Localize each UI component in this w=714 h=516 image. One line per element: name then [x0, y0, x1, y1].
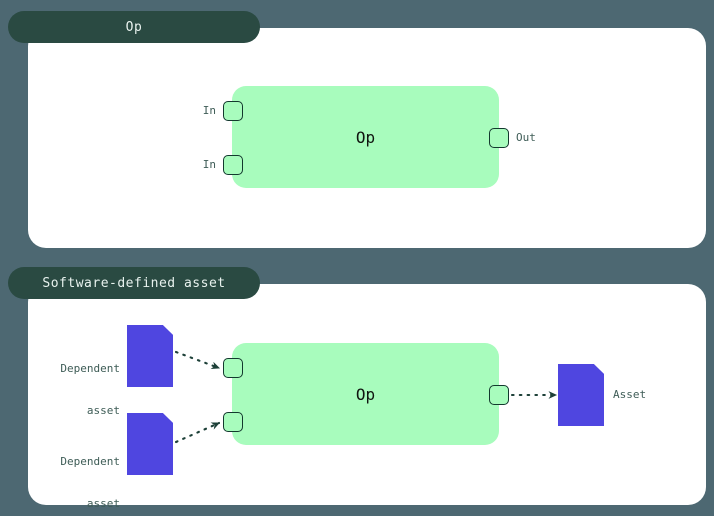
label-in-2: In — [202, 158, 216, 171]
port-in-1-bottom[interactable] — [223, 358, 243, 378]
op-node-top[interactable]: Op — [232, 86, 499, 188]
label-out: Out — [516, 131, 536, 144]
output-asset-label: Asset — [613, 388, 647, 401]
dependent-asset-1-label-line1: Dependent — [60, 362, 120, 375]
dependent-asset-1-label: Dependent asset — [30, 334, 120, 446]
output-asset-document-icon[interactable] — [558, 364, 604, 426]
dependent-asset-2-label-line2: asset — [86, 497, 120, 510]
dependent-asset-2-label-line1: Dependent — [60, 455, 120, 468]
port-in-2-top[interactable] — [223, 155, 243, 175]
panel-tab-software-defined-asset[interactable]: Software-defined asset — [8, 267, 260, 299]
port-out-top[interactable] — [489, 128, 509, 148]
dependent-asset-2-document-icon[interactable] — [127, 413, 173, 475]
op-node-bottom-label: Op — [355, 384, 376, 404]
label-in-1: In — [202, 104, 216, 117]
port-out-bottom[interactable] — [489, 385, 509, 405]
op-node-top-label: Op — [355, 127, 376, 147]
panel-tab-op[interactable]: Op — [8, 11, 260, 43]
port-in-2-bottom[interactable] — [223, 412, 243, 432]
port-in-1-top[interactable] — [223, 101, 243, 121]
dependent-asset-1-label-line2: asset — [86, 404, 120, 417]
op-node-bottom[interactable]: Op — [232, 343, 499, 445]
dependent-asset-2-label: Dependent asset — [30, 427, 120, 516]
dependent-asset-1-document-icon[interactable] — [127, 325, 173, 387]
